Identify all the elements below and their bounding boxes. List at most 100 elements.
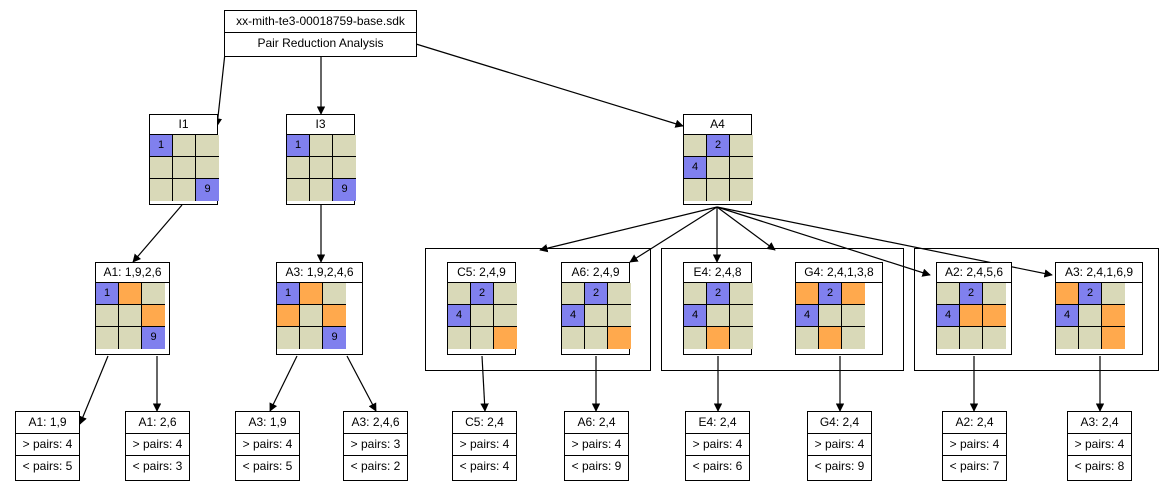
grid-cell bbox=[277, 305, 300, 327]
grid-cell bbox=[1056, 327, 1079, 349]
grid-cell bbox=[960, 305, 983, 327]
leaf-title: A2: 2,4 bbox=[955, 415, 994, 429]
leaf-title: A1: 2,6 bbox=[138, 415, 177, 429]
grid-cell bbox=[287, 157, 310, 179]
node-title: C5: 2,4,9 bbox=[448, 263, 515, 283]
grid-cell: 2 bbox=[1079, 283, 1102, 305]
grid-cell: 4 bbox=[684, 305, 707, 327]
grid-cell bbox=[796, 283, 819, 305]
grid-cell bbox=[585, 327, 608, 349]
leaf-lt-pairs: < pairs: 9 bbox=[808, 455, 871, 477]
leaf-lt-pairs: < pairs: 8 bbox=[1068, 455, 1131, 477]
leaf-title: C5: 2,4 bbox=[465, 415, 504, 429]
grid-cell bbox=[310, 157, 333, 179]
node-title: A4 bbox=[684, 115, 751, 135]
leaf-gt-pairs: > pairs: 4 bbox=[943, 433, 1006, 455]
grid-cell bbox=[323, 283, 346, 305]
grid-cell bbox=[960, 327, 983, 349]
grid-cell bbox=[608, 327, 631, 349]
leaf-title: A3: 2,4,6 bbox=[351, 415, 400, 429]
leaf-title: A6: 2,4 bbox=[577, 415, 616, 429]
leaf-A2-24: A2: 2,4 > pairs: 4 < pairs: 7 bbox=[942, 411, 1007, 481]
node-title: A6: 2,4,9 bbox=[562, 263, 629, 283]
grid-cell bbox=[983, 283, 1006, 305]
grid-cell: 2 bbox=[819, 283, 842, 305]
leaf-lt-pairs: < pairs: 7 bbox=[943, 455, 1006, 477]
leaf-lt-pairs: < pairs: 5 bbox=[236, 455, 299, 477]
grid-cell bbox=[796, 327, 819, 349]
cluster-a2-a3 bbox=[914, 248, 1159, 371]
grid-cell bbox=[196, 157, 219, 179]
grid-cell bbox=[608, 305, 631, 327]
edge-A3a-L4 bbox=[346, 355, 377, 412]
grid-cell bbox=[150, 179, 173, 201]
leaf-gt-pairs: > pairs: 4 bbox=[808, 433, 871, 455]
leaf-G4-24: G4: 2,4 > pairs: 4 < pairs: 9 bbox=[807, 411, 872, 481]
node-title: I3 bbox=[287, 115, 354, 135]
grid-cell: 4 bbox=[796, 305, 819, 327]
node-title: G4: 2,4,1,3,8 bbox=[796, 263, 882, 283]
root-node: xx-mith-te3-00018759-base.sdk Pair Reduc… bbox=[224, 10, 417, 57]
leaf-title: A3: 2,4 bbox=[1080, 415, 1119, 429]
grid-cell bbox=[150, 157, 173, 179]
grid-cell bbox=[1079, 327, 1102, 349]
grid-cell bbox=[471, 327, 494, 349]
leaf-A3-19: A3: 1,9 > pairs: 4 < pairs: 5 bbox=[235, 411, 300, 481]
grid-cell bbox=[448, 283, 471, 305]
grid-cell: 2 bbox=[585, 283, 608, 305]
edge-A4-A6 bbox=[629, 206, 718, 263]
grid-cell bbox=[1102, 283, 1125, 305]
edge-A4-G4 bbox=[716, 206, 776, 251]
grid-cell: 9 bbox=[333, 179, 356, 201]
grid-cell: 4 bbox=[937, 305, 960, 327]
cluster-e4-g4 bbox=[661, 248, 904, 371]
grid-cell bbox=[730, 283, 753, 305]
grid-cell bbox=[287, 179, 310, 201]
edge-I1-A1 bbox=[132, 204, 183, 263]
grid-cell: 2 bbox=[707, 283, 730, 305]
grid-cell bbox=[173, 179, 196, 201]
node-title: A1: 1,9,2,6 bbox=[96, 263, 169, 283]
leaf-A1-26: A1: 2,6 > pairs: 4 < pairs: 3 bbox=[125, 411, 190, 481]
edge-A4-A2 bbox=[716, 206, 931, 277]
grid-cell: 9 bbox=[196, 179, 219, 201]
grid-cell bbox=[842, 283, 865, 305]
node-title: E4: 2,4,8 bbox=[684, 263, 751, 283]
leaf-E4-24: E4: 2,4 > pairs: 4 < pairs: 6 bbox=[685, 411, 750, 481]
grid-cell bbox=[684, 179, 707, 201]
grid-cell bbox=[707, 327, 730, 349]
grid-cell bbox=[494, 283, 517, 305]
grid-cell: 9 bbox=[323, 327, 346, 349]
leaf-title: G4: 2,4 bbox=[819, 415, 860, 429]
grid-cell bbox=[707, 179, 730, 201]
grid-cell bbox=[119, 327, 142, 349]
grid-cell bbox=[819, 327, 842, 349]
edge-A1-L1 bbox=[78, 355, 109, 425]
leaf-lt-pairs: < pairs: 2 bbox=[344, 455, 407, 477]
grid-cell: 1 bbox=[277, 283, 300, 305]
grid-cell bbox=[1056, 283, 1079, 305]
grid-cell bbox=[119, 283, 142, 305]
edge-root-A4 bbox=[415, 43, 684, 128]
grid-cell bbox=[730, 179, 753, 201]
leaf-gt-pairs: > pairs: 4 bbox=[1068, 433, 1131, 455]
grid-cell bbox=[119, 305, 142, 327]
grid-cell: 4 bbox=[1056, 305, 1079, 327]
grid-cell bbox=[730, 157, 753, 179]
leaf-C5-24: C5: 2,4 > pairs: 4 < pairs: 4 bbox=[452, 411, 517, 481]
grid-cell bbox=[585, 305, 608, 327]
grid-cell bbox=[300, 327, 323, 349]
grid-cell bbox=[842, 327, 865, 349]
leaf-gt-pairs: > pairs: 4 bbox=[453, 433, 516, 455]
